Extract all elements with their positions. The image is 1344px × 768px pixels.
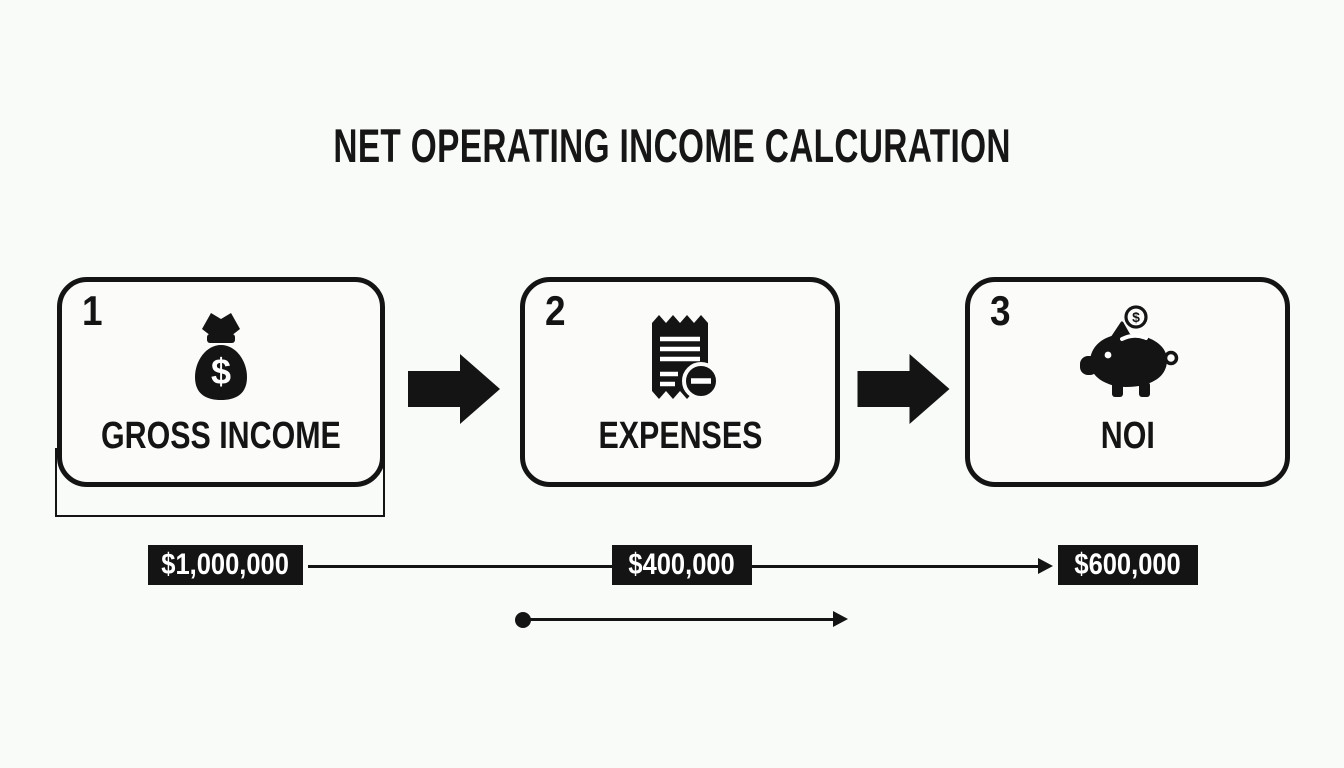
connector-line-expenses-to-noi (750, 565, 1040, 568)
step-label: NOI (1100, 415, 1155, 457)
diagram-title-row: NET OPERATING INCOME CALCURATION (0, 118, 1344, 173)
pig-body (1089, 334, 1167, 387)
step-label: GROSS INCOME (101, 415, 341, 457)
coin-slot (1119, 333, 1148, 341)
arrowhead-icon (833, 611, 848, 627)
arrowhead-icon (1038, 558, 1053, 574)
money-bag-icon: $ (190, 309, 252, 406)
arrow-right-icon (408, 354, 500, 429)
arrow-right-icon (857, 354, 950, 429)
step-number: 3 (990, 287, 1011, 334)
step-number: 1 (82, 287, 103, 334)
receipt-deduction-icon (640, 308, 720, 409)
step-label: EXPENSES (598, 415, 762, 457)
coin-icon (1123, 305, 1148, 329)
noi-value-badge: $600,000 (1058, 545, 1198, 585)
pig-tail (1163, 350, 1178, 366)
subtraction-arrow-line (523, 618, 835, 621)
page-title: NET OPERATING INCOME CALCURATION (333, 119, 1011, 172)
pig-eye (1104, 351, 1111, 359)
gross-income-value-badge: $1,000,000 (148, 545, 303, 585)
step-number: 2 (545, 287, 566, 334)
piggy-bank-icon: $ (1076, 304, 1180, 405)
step-box-gross-income: 1 $ GROSS INCOME (57, 277, 385, 487)
connector-line-gross-to-expenses (308, 565, 614, 568)
expenses-value-badge: $400,000 (612, 545, 752, 585)
pig-leg (1111, 382, 1123, 397)
coin-dollar-glyph: $ (1132, 309, 1140, 325)
pig-leg (1138, 382, 1150, 397)
money-bag-dollar-glyph: $ (211, 351, 231, 392)
step-box-expenses: 2 EXPENSES (520, 277, 840, 487)
step-box-noi: 3 $ NOI (965, 277, 1290, 487)
